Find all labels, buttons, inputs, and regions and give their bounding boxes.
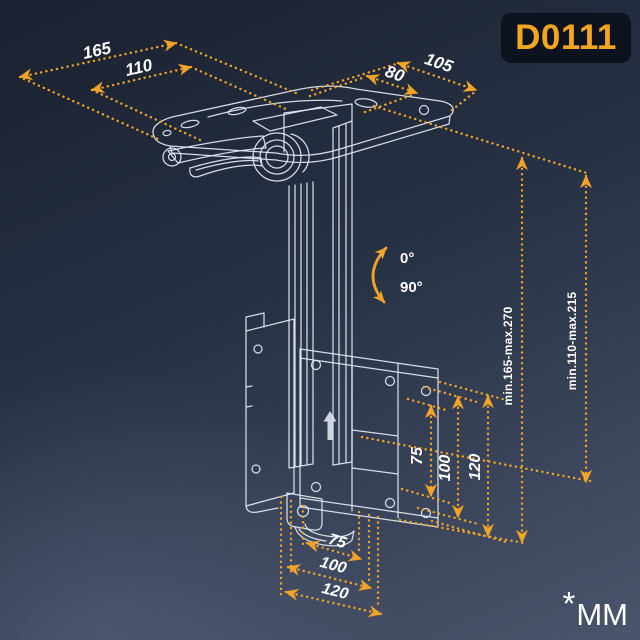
dim-line-vesa-h75 — [305, 540, 363, 562]
tilt-angle-max-label: 90° — [400, 279, 423, 296]
plate-slot-hole — [180, 119, 200, 129]
pivot-flange — [252, 106, 338, 132]
column-profile-lines — [288, 120, 353, 469]
tilt-angle-min-label: 0° — [400, 250, 414, 267]
ceiling-plate-thickness-edge — [169, 115, 451, 164]
back-bracket-outline — [245, 318, 295, 507]
plate-slot-hole — [227, 106, 247, 116]
dim-drop-inner: min.110-max.215 — [565, 174, 593, 484]
vesa-hole — [420, 385, 432, 397]
arm-end-cap — [162, 147, 182, 167]
dim-label-vesa-v75: 75 — [409, 446, 426, 465]
dim-vesa-vertical-75: 75 — [409, 404, 438, 498]
dim-drop-outer: min.165-max.270 — [501, 156, 529, 544]
dim-vesa-horizontal-100: 100 — [286, 554, 373, 591]
vesa-hole — [384, 375, 396, 387]
dim-label-165: 165 — [81, 38, 113, 63]
pivot-cylinder-inner — [265, 145, 289, 169]
plate-round-hole — [418, 104, 430, 116]
vesa-center-channel — [351, 355, 399, 519]
arm-handle-inner-line — [195, 159, 259, 171]
mount-wireframe-drawing — [152, 85, 454, 547]
back-bracket-screw — [253, 344, 263, 354]
arm-bar — [167, 135, 267, 164]
tilt-angle-arc-arrow — [371, 246, 388, 304]
dim-line-110 — [90, 63, 193, 94]
dim-plate-depth-inner: 80 — [365, 62, 419, 95]
back-bracket — [245, 312, 295, 513]
product-code-badge: D0111 — [501, 13, 631, 63]
bottom-hook — [286, 492, 355, 547]
vesa-hole — [384, 497, 396, 509]
vesa-plate-outline — [299, 348, 439, 528]
units-note: *MM — [563, 587, 629, 630]
hook-handle-inner — [298, 528, 327, 542]
arm-handle — [189, 156, 263, 178]
vesa-hole — [420, 507, 432, 519]
pivot-depth-arc — [290, 133, 310, 173]
dim-line-80 — [365, 74, 419, 95]
dim-plate-width-inner: 110 — [90, 55, 193, 94]
dim-label-drop-inner: min.110-max.215 — [565, 292, 579, 391]
arm-end-screw — [167, 152, 177, 162]
back-bracket-notches — [245, 385, 253, 408]
dim-line-vesa-h120 — [284, 588, 383, 618]
units-label: MM — [576, 597, 628, 632]
product-code-text: D0111 — [515, 18, 617, 57]
vesa-hole — [310, 481, 322, 493]
ceiling-plate-inner-contour — [207, 99, 343, 118]
ceiling-plate — [152, 85, 454, 164]
vesa-plate-edges — [299, 357, 439, 519]
back-bracket-foot — [245, 505, 279, 513]
dim-vesa-vertical-100: 100 — [437, 395, 465, 519]
slide-up-arrow-icon — [323, 411, 337, 440]
dim-vesa-vertical-120: 120 — [467, 394, 495, 538]
upper-bracket — [283, 103, 353, 153]
dim-label-vesa-h100: 100 — [318, 554, 348, 577]
dim-vesa-horizontal-75: 75 — [305, 531, 363, 562]
dim-label-105: 105 — [422, 49, 456, 76]
dim-label-vesa-v100: 100 — [437, 455, 454, 482]
extension-lines — [22, 41, 592, 610]
vesa-plate — [299, 348, 439, 528]
hook-box — [286, 492, 323, 531]
pivot-cylinder-mid — [259, 139, 295, 175]
dim-line-165 — [18, 39, 178, 81]
dim-label-drop-outer: min.165-max.270 — [501, 306, 515, 405]
vesa-hole — [310, 359, 322, 371]
dim-label-vesa-v120: 120 — [467, 454, 484, 481]
dim-line-vesa-h100 — [286, 564, 373, 591]
units-asterisk: * — [562, 585, 576, 622]
tilt-angle-annotation: 0° 90° — [371, 246, 423, 304]
plate-slot-hole — [354, 98, 378, 108]
dim-label-vesa-h75: 75 — [326, 531, 349, 553]
plate-slot-hole — [162, 129, 172, 137]
back-bracket-screw — [251, 464, 261, 474]
dim-plate-depth-outer: 105 — [396, 49, 478, 92]
dim-label-vesa-h120: 120 — [320, 580, 350, 603]
folding-arm — [162, 135, 267, 178]
back-bracket-tab — [245, 312, 265, 332]
dim-vesa-horizontal-120: 120 — [284, 580, 383, 618]
